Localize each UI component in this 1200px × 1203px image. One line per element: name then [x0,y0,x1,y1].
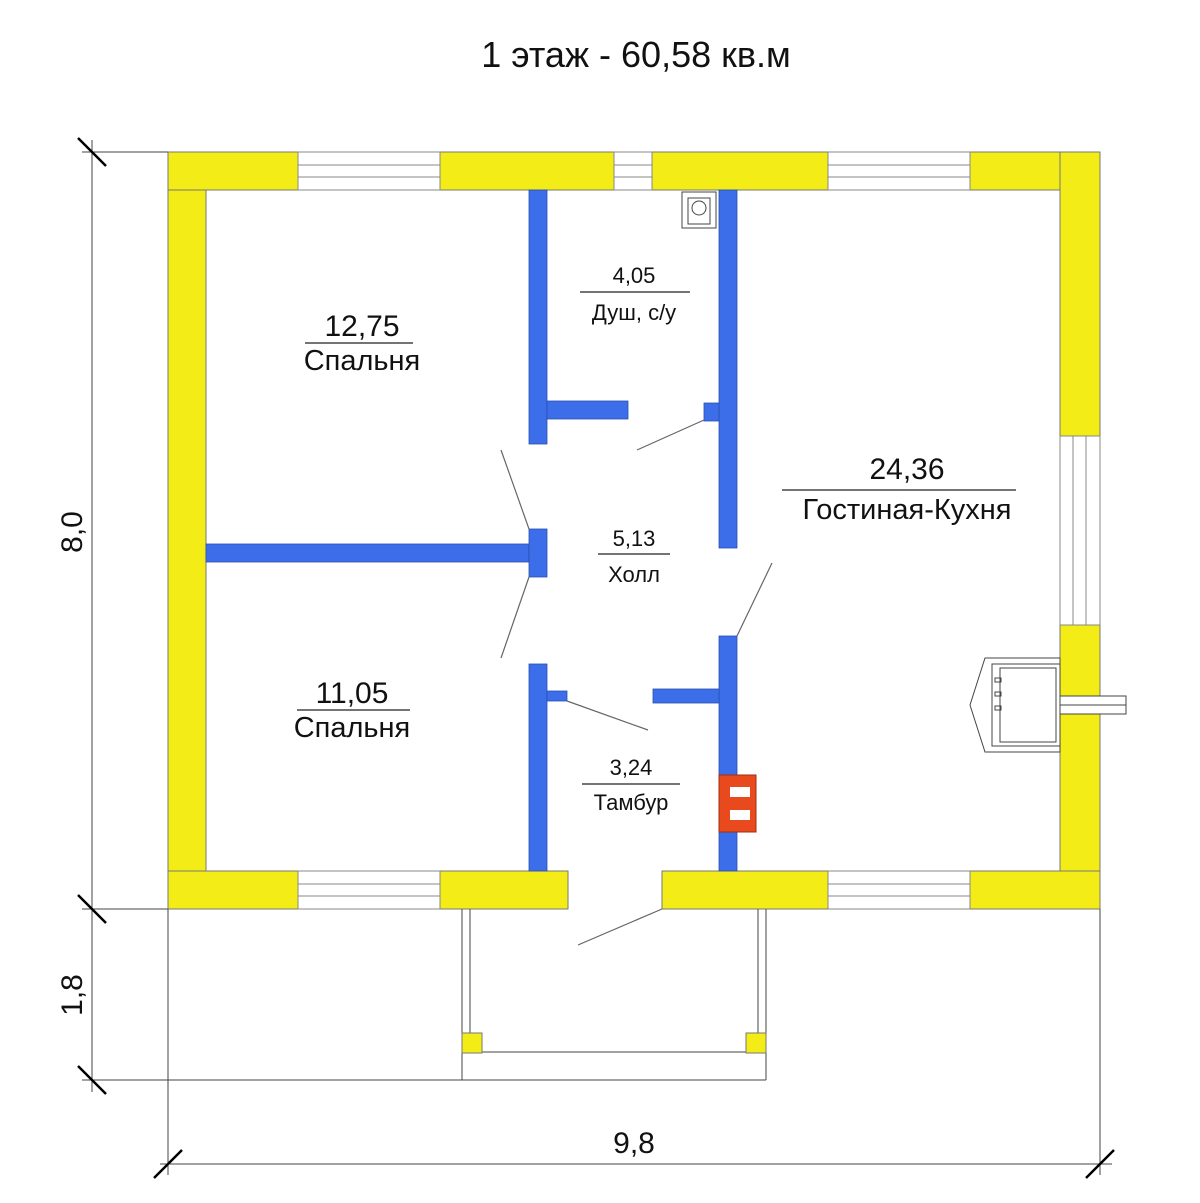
toilet-icon [681,191,717,229]
plan-title: 1 этаж - 60,58 кв.м [481,34,791,75]
dimension-height-porch: 1,8 [56,974,89,1016]
room-bathroom: 4,05 Душ, с/у [580,263,690,325]
dimension-width: 9,8 [613,1127,655,1160]
room-name: Тамбур [594,790,669,815]
room-area: 5,13 [613,526,656,551]
room-name: Спальня [294,712,411,744]
room-living-kitchen: 24,36 Гостиная-Кухня [782,453,1016,526]
room-area: 24,36 [869,453,944,486]
room-name: Гостиная-Кухня [803,494,1012,526]
door-swings [500,419,773,946]
exterior-walls [167,151,1101,910]
dimension-height-main: 8,0 [56,511,89,553]
dimension-lines [77,137,1115,1179]
windows [297,151,1101,910]
room-hall: 5,13 Холл [598,526,670,587]
room-vestibule: 3,24 Тамбур [582,755,680,815]
room-area: 11,05 [316,677,389,710]
room-bedroom-1: 12,75 Спальня [304,310,421,377]
room-area: 4,05 [613,263,656,288]
room-name: Душ, с/у [592,300,676,325]
fireplace-icon [969,657,1127,753]
room-area: 3,24 [610,755,653,780]
stove-icon [718,774,757,833]
room-name: Спальня [304,345,421,377]
room-bedroom-2: 11,05 Спальня [294,677,411,744]
room-area: 12,75 [324,310,399,343]
porch [461,909,767,1081]
room-name: Холл [608,562,660,587]
